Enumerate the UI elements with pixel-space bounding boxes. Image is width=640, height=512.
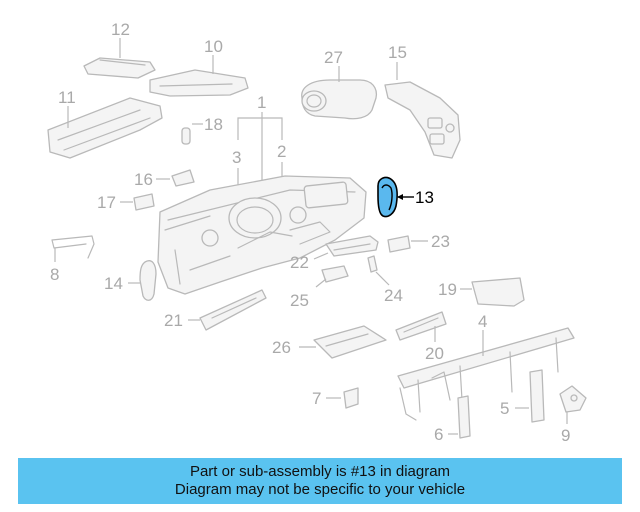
part-17: 17: [97, 193, 155, 212]
info-banner: Part or sub-assembly is #13 in diagram D…: [18, 458, 622, 504]
label-15: 15: [388, 43, 407, 62]
part-15: 15: [384, 43, 461, 159]
part-25: 25: [290, 265, 349, 310]
label-10: 10: [204, 37, 223, 56]
label-6: 6: [434, 425, 443, 444]
part-20: 20: [395, 311, 447, 363]
label-23: 23: [431, 232, 450, 251]
label-26: 26: [272, 338, 291, 357]
part-13-highlighted: 13: [377, 176, 434, 218]
label-9: 9: [561, 426, 570, 445]
part-9: 9: [559, 385, 587, 445]
label-27: 27: [324, 48, 343, 67]
part-instrument-panel: [157, 175, 367, 295]
part-24: 24: [367, 255, 403, 305]
label-3: 3: [232, 148, 241, 167]
label-1: 1: [257, 93, 266, 112]
part-16: 16: [134, 169, 195, 189]
label-16: 16: [134, 170, 153, 189]
part-8: 8: [50, 235, 95, 284]
label-14: 14: [104, 274, 123, 293]
parts-diagram: 12 10 11 27 15 18: [47, 20, 587, 445]
label-5: 5: [500, 399, 509, 418]
part-19: 19: [438, 277, 525, 307]
part-14: 14: [104, 260, 157, 301]
part-23: 23: [387, 232, 450, 253]
label-8: 8: [50, 265, 59, 284]
label-20: 20: [425, 344, 444, 363]
label-2: 2: [277, 142, 286, 161]
part-26: 26: [272, 325, 387, 359]
label-24: 24: [384, 286, 403, 305]
part-4: 4: [397, 312, 575, 421]
part-6: 6: [434, 395, 471, 444]
callout-1-2-3: 1 2 3: [232, 93, 286, 190]
label-17: 17: [97, 193, 116, 212]
part-22: 22: [290, 235, 379, 272]
label-25: 25: [290, 291, 309, 310]
part-11: 11: [47, 88, 163, 159]
label-12: 12: [111, 20, 130, 39]
label-22: 22: [290, 253, 309, 272]
label-21: 21: [164, 311, 183, 330]
label-4: 4: [478, 312, 487, 331]
part-12: 12: [83, 20, 156, 79]
label-11: 11: [58, 88, 76, 107]
label-7: 7: [312, 389, 321, 408]
label-18: 18: [204, 115, 223, 134]
banner-line-2: Diagram may not be specific to your vehi…: [174, 481, 466, 498]
part-18: 18: [181, 115, 223, 145]
part-21: 21: [164, 289, 267, 331]
part-7: 7: [312, 387, 359, 409]
part-5: 5: [500, 369, 545, 423]
label-13: 13: [415, 188, 434, 207]
banner-line-1: Part or sub-assembly is #13 in diagram: [189, 463, 451, 480]
label-19: 19: [438, 280, 457, 299]
part-27: 27: [301, 48, 378, 120]
part-10: 10: [149, 37, 249, 97]
